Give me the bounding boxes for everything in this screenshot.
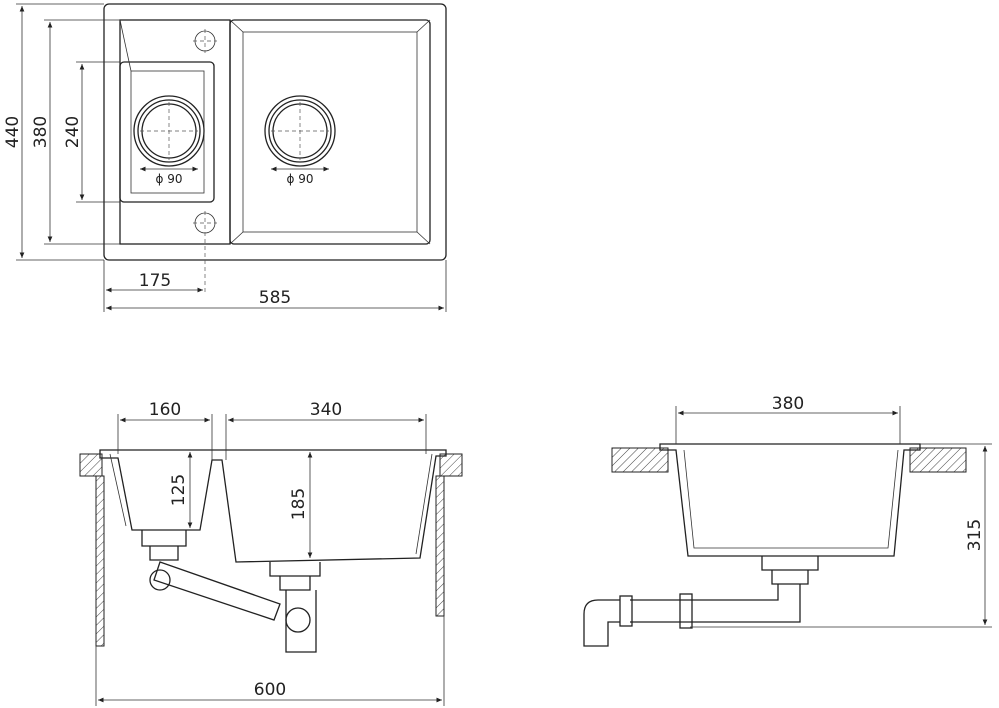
dim-240: 240 xyxy=(63,116,83,148)
countertop-left xyxy=(611,447,669,473)
dim-585: 585 xyxy=(259,288,291,308)
dim-340: 340 xyxy=(310,400,342,420)
dim-380-side: 380 xyxy=(772,394,804,414)
large-drain-fitting xyxy=(269,562,321,591)
dim-small-drain: ϕ 90 xyxy=(156,172,183,186)
dim-600: 600 xyxy=(254,680,286,700)
dim-380: 380 xyxy=(31,116,51,148)
dim-185: 185 xyxy=(289,488,309,520)
dim-125: 125 xyxy=(169,474,189,506)
countertop-right xyxy=(909,447,967,473)
dim-large-drain: ϕ 90 xyxy=(287,172,314,186)
trap xyxy=(285,590,317,653)
drain-fitting xyxy=(761,556,819,585)
front-view: 160 340 125 185 600 xyxy=(79,400,463,706)
dim-160: 160 xyxy=(149,400,181,420)
sink-outline xyxy=(103,3,447,261)
waste-pipe xyxy=(630,584,801,623)
cabinet-wall-right xyxy=(435,475,445,617)
tap-hole-icon xyxy=(193,211,217,293)
large-bowl xyxy=(229,19,431,245)
top-view: 440 380 240 ϕ 90 ϕ 90 175 585 xyxy=(3,3,447,312)
sink-profile xyxy=(99,449,447,563)
large-bowl-inner xyxy=(242,31,418,233)
small-bowl xyxy=(119,61,215,203)
small-drain-fitting xyxy=(141,530,187,561)
cabinet-wall-left xyxy=(95,475,105,647)
dim-315: 315 xyxy=(965,519,985,551)
overflow-pipe xyxy=(153,561,281,621)
dim-175: 175 xyxy=(139,271,171,291)
dim-440: 440 xyxy=(3,116,23,148)
elbow-pipe xyxy=(583,599,620,647)
countertop-right xyxy=(439,453,463,477)
sink-profile xyxy=(659,443,921,557)
small-drain xyxy=(133,95,205,167)
large-drain xyxy=(264,95,336,167)
countertop-left xyxy=(79,453,103,477)
tap-hole-icon xyxy=(193,29,217,53)
side-view: 380 315 xyxy=(583,394,992,647)
